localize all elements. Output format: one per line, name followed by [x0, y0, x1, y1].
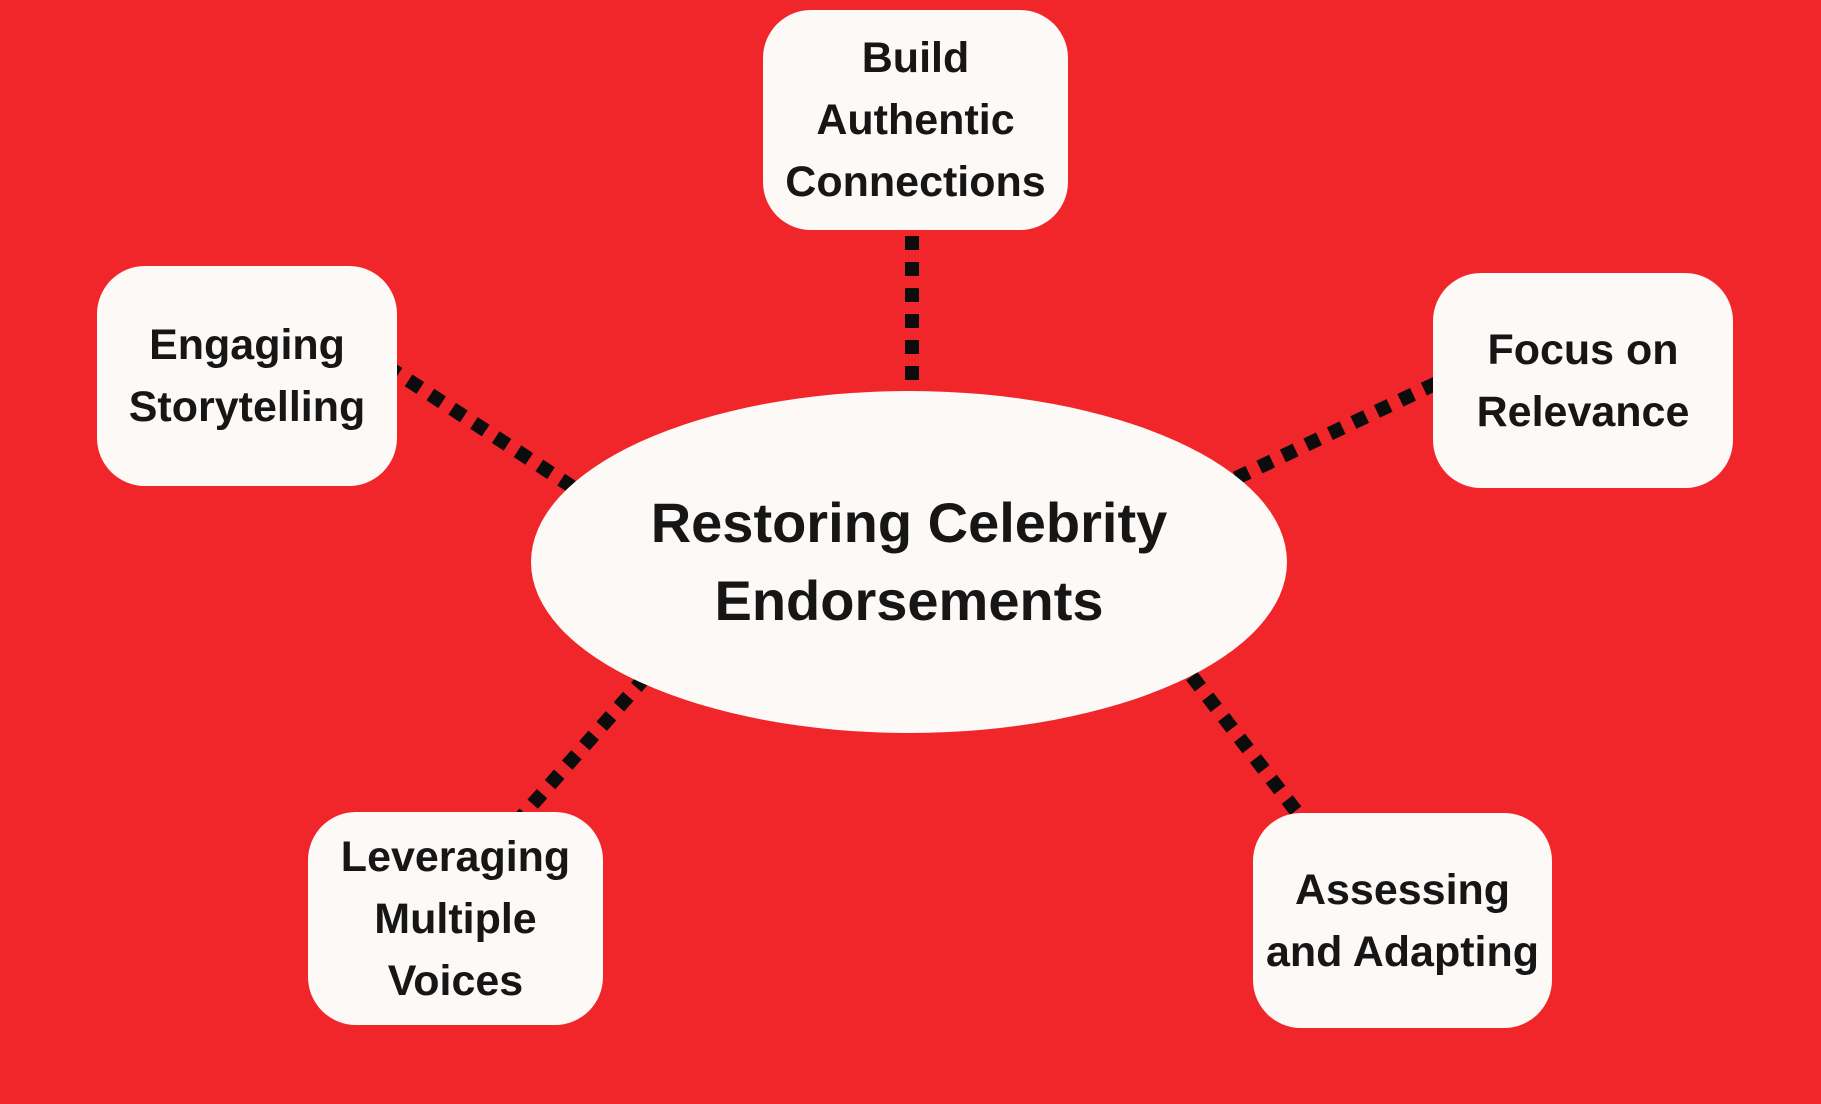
node-label-line: Connections — [785, 158, 1046, 206]
node-label-line: Authentic — [816, 96, 1015, 144]
center-topic-line: Endorsements — [714, 569, 1104, 632]
node-engaging-storytelling[interactable]: Engaging Storytelling — [97, 266, 397, 486]
node-label-line: Leveraging — [340, 832, 571, 881]
node-label-line: Focus on — [1487, 325, 1679, 374]
connector-lower-left — [494, 633, 686, 846]
center-topic-line: Restoring Celebrity — [650, 491, 1168, 554]
node-label-line: Build — [861, 34, 970, 82]
node-label-line: Multiple — [374, 894, 537, 943]
connector-lower-right — [1154, 630, 1336, 860]
node-label-line: Storytelling — [128, 383, 366, 431]
node-build-authentic-connections[interactable]: Build Authentic Connections — [763, 10, 1068, 230]
node-label-line: Voices — [387, 956, 524, 1005]
node-leveraging-multiple-voices[interactable]: Leveraging Multiple Voices — [308, 812, 603, 1025]
node-label-line: and Adapting — [1265, 927, 1540, 976]
node-label-line: Engaging — [149, 321, 345, 369]
node-label-line: Assessing — [1294, 865, 1511, 914]
node-label-line: Relevance — [1476, 387, 1690, 436]
center-topic-ellipse[interactable]: Restoring Celebrity Endorsements — [531, 391, 1287, 733]
connector-upper-left — [361, 346, 604, 511]
node-assessing-and-adapting[interactable]: Assessing and Adapting — [1253, 813, 1552, 1028]
node-focus-on-relevance[interactable]: Focus on Relevance — [1433, 273, 1733, 488]
